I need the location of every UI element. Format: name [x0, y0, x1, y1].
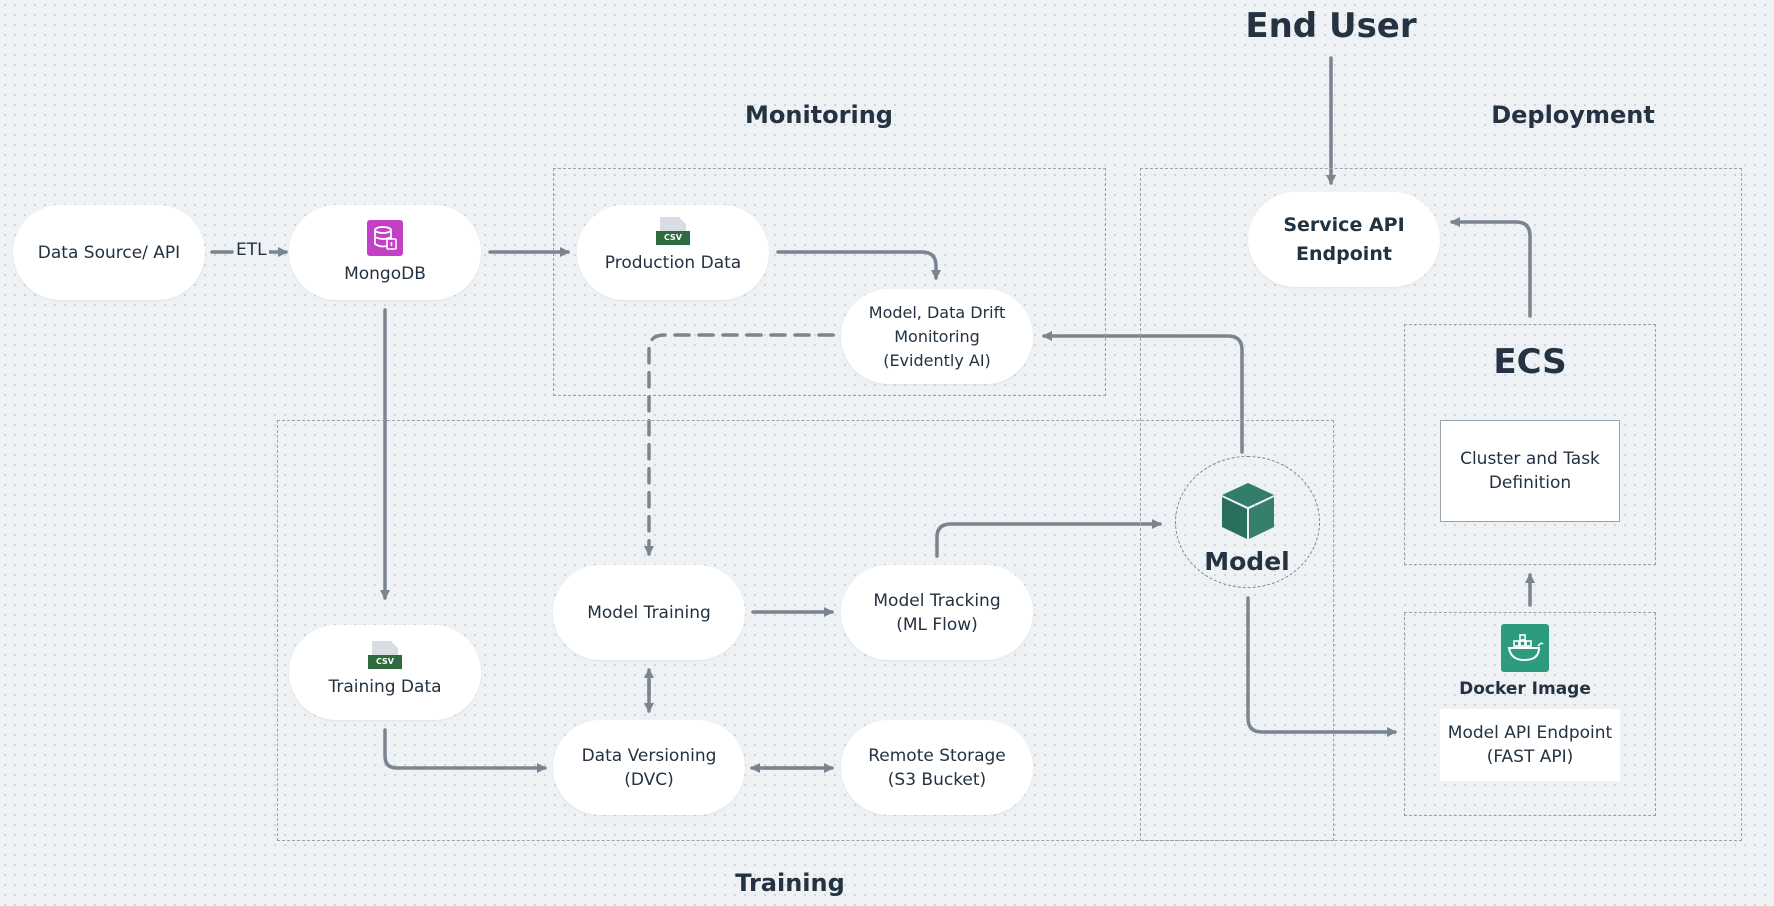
- remote-storage-node[interactable]: Remote Storage (S3 Bucket): [841, 720, 1033, 815]
- service-api-label: Service API Endpoint: [1283, 213, 1405, 265]
- training-title: Training: [735, 869, 845, 897]
- docker-zone: [1404, 612, 1656, 816]
- drift-monitoring-node[interactable]: Model, Data Drift Monitoring (Evidently …: [841, 289, 1033, 384]
- arrow-model-docker: [1246, 596, 1397, 737]
- csv-tag: CSV: [368, 654, 402, 669]
- deployment-zone: [1140, 168, 1742, 841]
- arrow-tracking-model: [935, 519, 1162, 558]
- production-data-label: Production Data: [604, 252, 742, 273]
- model-tracking-node[interactable]: Model Tracking (ML Flow): [841, 565, 1033, 660]
- cube-icon: [1222, 483, 1274, 539]
- remote-storage-label: Remote Storage (S3 Bucket): [868, 745, 1006, 790]
- csv-tag: CSV: [656, 230, 690, 245]
- data-source-node[interactable]: Data Source/ API: [13, 205, 205, 300]
- cluster-task-label: Cluster and Task Definition: [1460, 449, 1600, 493]
- arrow-drift-modeltraining-dashed: [644, 333, 835, 556]
- arrow-ecs-service: [1450, 217, 1532, 318]
- csv-file-icon: CSV: [368, 640, 402, 671]
- data-versioning-node[interactable]: Data Versioning (DVC): [553, 720, 745, 815]
- drift-monitoring-label: Model, Data Drift Monitoring (Evidently …: [868, 302, 1006, 370]
- model-node[interactable]: [1175, 456, 1320, 588]
- training-data-node[interactable]: CSV Training Data: [289, 625, 481, 720]
- monitoring-title: Monitoring: [745, 101, 893, 129]
- model-title: Model: [1204, 547, 1290, 576]
- model-tracking-label: Model Tracking (ML Flow): [873, 590, 1001, 635]
- model-api-label: Model API Endpoint (FAST API): [1447, 723, 1613, 767]
- ecs-title: ECS: [1493, 342, 1567, 382]
- data-versioning-label: Data Versioning (DVC): [581, 745, 717, 790]
- model-training-node[interactable]: Model Training: [553, 565, 745, 660]
- training-zone: [277, 420, 1334, 841]
- model-training-label: Model Training: [587, 602, 711, 623]
- docker-icon: [1501, 624, 1549, 672]
- csv-file-icon: CSV: [656, 216, 690, 247]
- mongodb-label: MongoDB: [344, 263, 426, 284]
- deployment-title: Deployment: [1491, 101, 1655, 129]
- training-data-label: Training Data: [328, 676, 442, 697]
- database-icon: [367, 219, 403, 256]
- arrow-trainingdata-versioning: [383, 728, 547, 773]
- arrow-model-drift: [1042, 331, 1244, 454]
- etl-label: ETL: [234, 240, 269, 260]
- production-data-node[interactable]: CSV Production Data: [577, 205, 769, 300]
- database-icon-glyph: [374, 225, 397, 250]
- model-api-node[interactable]: Model API Endpoint (FAST API): [1440, 709, 1620, 781]
- monitoring-zone: [553, 168, 1106, 396]
- data-source-label: Data Source/ API: [37, 242, 181, 263]
- mongodb-node[interactable]: MongoDB: [289, 205, 481, 300]
- service-api-node[interactable]: Service API Endpoint: [1248, 192, 1440, 287]
- arrow-production-drift: [776, 250, 941, 280]
- docker-image-title: Docker Image: [1459, 679, 1591, 699]
- end-user-title: End User: [1245, 6, 1417, 46]
- ecs-zone: [1404, 324, 1656, 565]
- cluster-task-node[interactable]: Cluster and Task Definition: [1440, 420, 1620, 522]
- docker-whale-glyph: [1507, 634, 1544, 662]
